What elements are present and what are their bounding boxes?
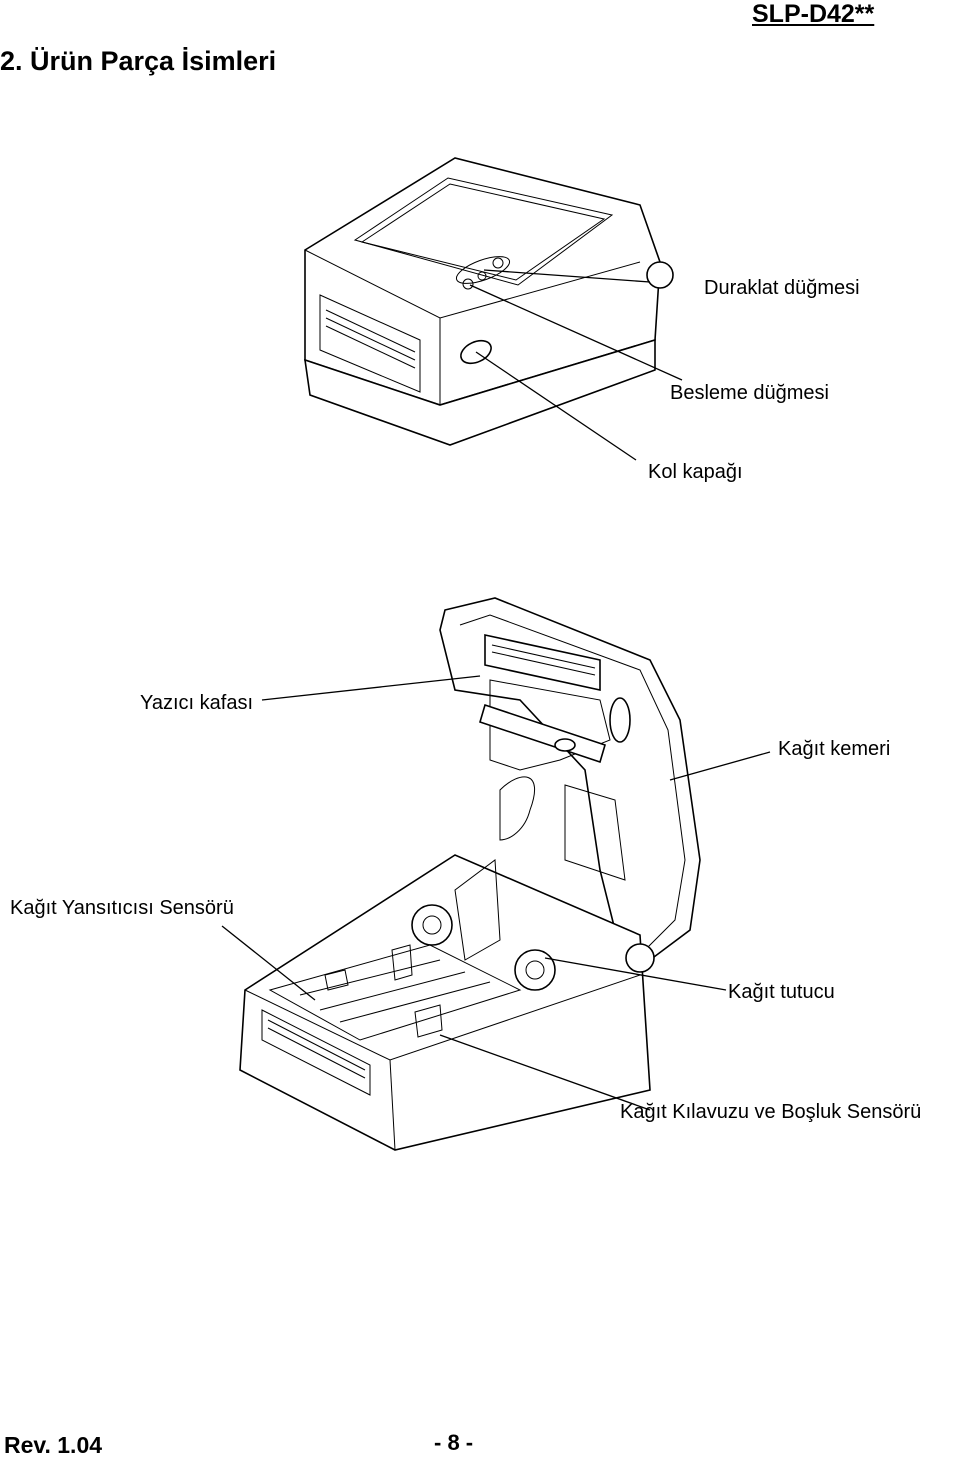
page-title: 2. Ürün Parça İsimleri (0, 46, 277, 76)
callout-pause-button: Duraklat düğmesi (704, 277, 860, 299)
closed-printer-drawing (304, 157, 674, 446)
callout-paper-roller: Kağıt kemeri (778, 738, 891, 760)
model-number: SLP-D42** (752, 0, 875, 28)
page-number: - 8 - (434, 1430, 474, 1455)
open-printer-drawing (239, 597, 701, 1151)
callout-paper-holder: Kağıt tutucu (728, 981, 835, 1003)
callout-guide-gap-sensor: Kağıt Kılavuzu ve Boşluk Sensörü (620, 1101, 922, 1123)
callout-reflective-sensor: Kağıt Yansıtıcısı Sensörü (10, 897, 234, 919)
callout-print-head: Yazıcı kafası (140, 692, 254, 714)
revision-label: Rev. 1.04 (4, 1432, 103, 1458)
callout-lever-cover: Kol kapağı (648, 461, 743, 483)
callout-feed-button: Besleme düğmesi (670, 382, 829, 404)
